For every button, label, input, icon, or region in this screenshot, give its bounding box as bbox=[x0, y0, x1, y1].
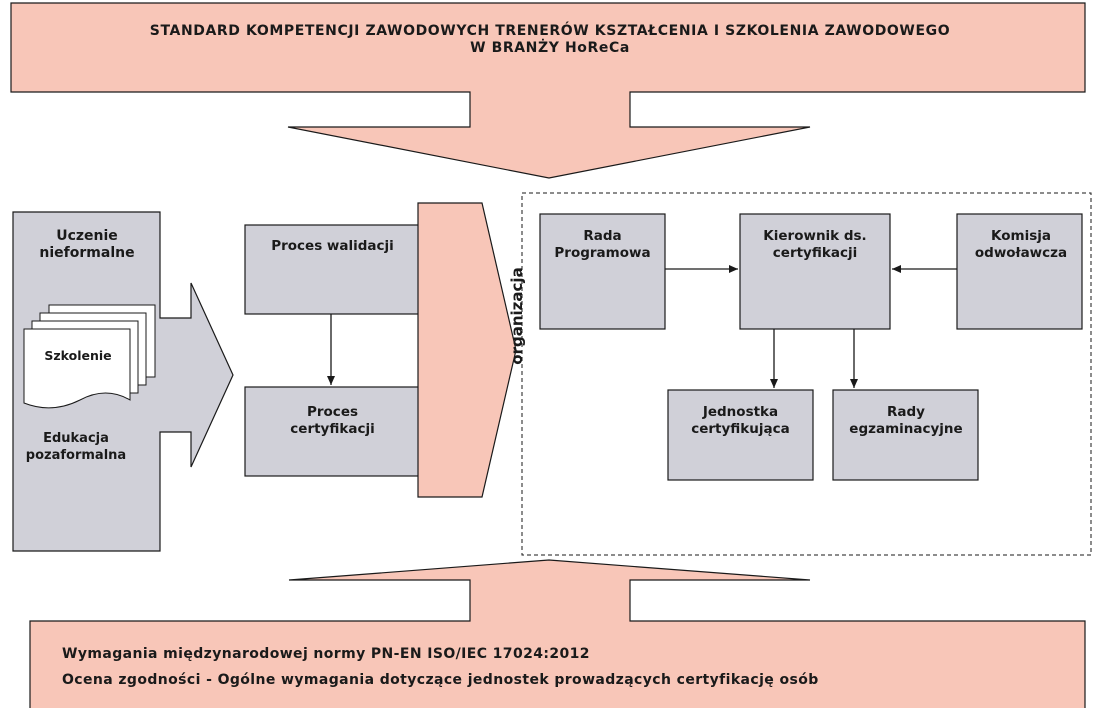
cert-manager-label: Kierownik ds. certyfikacji bbox=[763, 228, 867, 261]
appeals-committee-label: Komisja odwoławcza bbox=[974, 228, 1068, 261]
exam-boards-box bbox=[832, 389, 979, 481]
validation-process-label: Proces walidacji bbox=[271, 238, 394, 254]
conformity-assessment-line: Ocena zgodności - Ogólne wymagania dotyc… bbox=[62, 672, 819, 688]
organization-label: organizacja bbox=[508, 267, 526, 365]
training-label: Szkolenie bbox=[44, 348, 112, 363]
footer-arrow-shape bbox=[29, 559, 1086, 708]
organization-arrow bbox=[417, 202, 517, 498]
program-board-label: Rada Programowa bbox=[554, 228, 651, 261]
exam-boards-label: Rady egzaminacyjne bbox=[849, 404, 963, 437]
header-arrow-shape bbox=[10, 2, 1086, 179]
appeals-committee-box bbox=[956, 213, 1083, 330]
certifying-unit-label: Jednostka certyfikująca bbox=[691, 404, 790, 437]
nonformal-education-label: Edukacja pozaformalna bbox=[25, 431, 127, 463]
norm-requirements-line: Wymagania międzynarodowej normy PN-EN IS… bbox=[62, 646, 590, 662]
cert-manager-box bbox=[739, 213, 891, 330]
validation-process-box bbox=[244, 224, 421, 315]
organization-structure-frame bbox=[521, 192, 1092, 556]
standard-title: STANDARD KOMPETENCJI ZAWODOWYCH TRENERÓW… bbox=[149, 23, 951, 56]
certification-process-label: Proces certyfikacji bbox=[290, 404, 375, 437]
informal-learning-label: Uczenie nieformalne bbox=[39, 228, 135, 261]
document-stack-icon bbox=[23, 304, 156, 409]
program-board-box bbox=[539, 213, 666, 330]
certification-process-box bbox=[244, 386, 421, 477]
certifying-unit-box bbox=[667, 389, 814, 481]
